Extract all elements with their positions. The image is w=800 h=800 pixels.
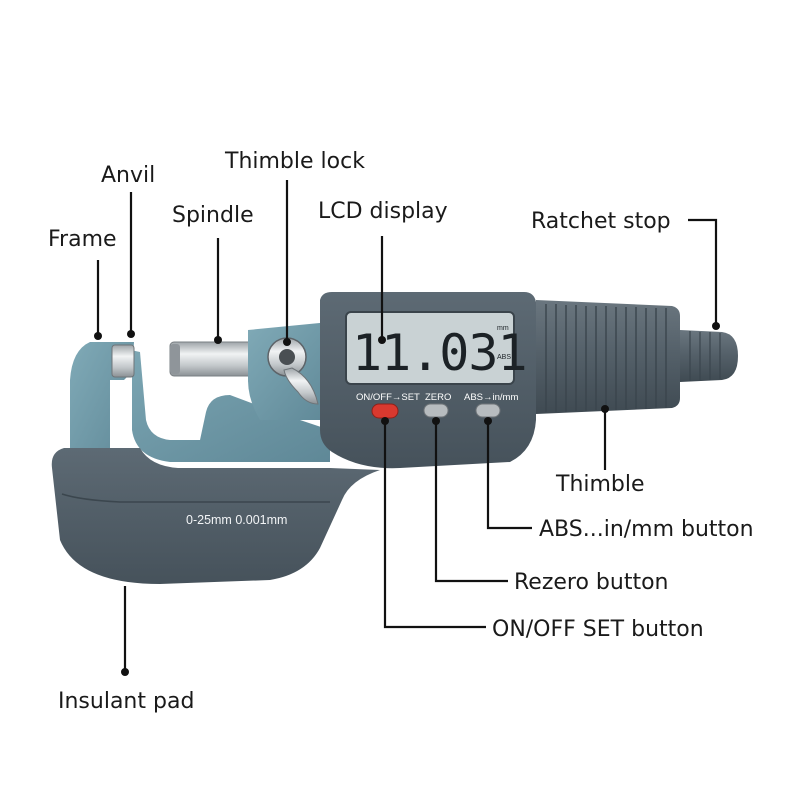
label-onoff-button: ON/OFF SET button: [492, 617, 704, 642]
leader-lines: [94, 180, 720, 676]
micrometer: 0-25mm 0.001mm 11.031 mm ABS ON/OFF→SET …: [51, 292, 738, 584]
label-rezero-button: Rezero button: [514, 570, 669, 595]
abs-button-label: ABS→in/mm: [464, 392, 518, 403]
label-lcd-display: LCD display: [318, 199, 448, 224]
label-ratchet-stop: Ratchet stop: [531, 209, 671, 234]
lcd-display: 11.031 mm ABS: [345, 311, 528, 385]
thimble-lock[interactable]: [267, 337, 319, 405]
insulant-pad-groove: [61, 493, 330, 503]
onoff-set-button[interactable]: [371, 403, 399, 419]
range-label: 0-25mm 0.001mm: [186, 513, 287, 527]
lcd-unit-abs: ABS: [497, 354, 511, 361]
callout-labels: Frame Anvil Spindle Thimble lock LCD dis…: [48, 149, 754, 714]
ratchet-stop[interactable]: [680, 330, 738, 382]
label-thimble: Thimble: [555, 472, 645, 497]
anvil: [111, 344, 135, 378]
lcd-unit-mm: mm: [497, 325, 509, 332]
spindle: [169, 341, 261, 377]
insulant-pad: [51, 448, 380, 584]
onoff-button-label: ON/OFF→SET: [356, 392, 420, 403]
thimble[interactable]: [536, 300, 680, 414]
lcd-reading: 11.031: [352, 324, 527, 382]
label-frame: Frame: [48, 227, 117, 252]
label-thimble-lock: Thimble lock: [224, 149, 365, 174]
label-anvil: Anvil: [101, 163, 155, 188]
abs-inmm-button[interactable]: [475, 403, 501, 418]
label-insulant-pad: Insulant pad: [58, 689, 194, 714]
spindle-tip: [170, 344, 180, 374]
label-abs-button: ABS...in/mm button: [539, 517, 754, 542]
label-spindle: Spindle: [172, 203, 254, 228]
zero-button-label: ZERO: [425, 392, 451, 403]
zero-button[interactable]: [423, 403, 449, 418]
frame-arm: [92, 342, 330, 462]
